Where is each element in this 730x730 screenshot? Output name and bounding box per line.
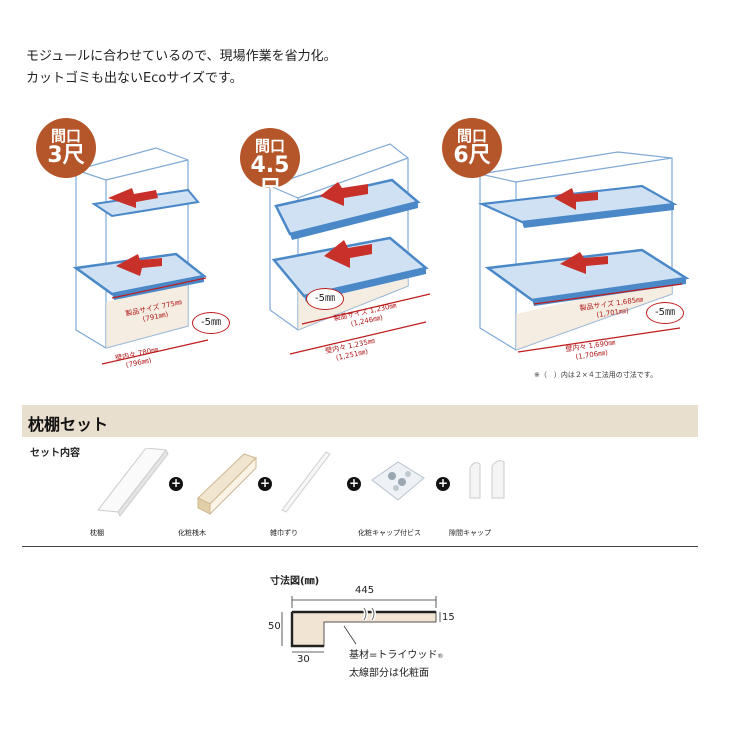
shelf-illustration-6shaku	[477, 151, 690, 353]
dim-height: 50	[268, 621, 281, 632]
unit-4-5shaku: 間口 4.5尺 製品サイズ 1,230㎜ (1,246㎜) 壁内々 1,235㎜…	[240, 118, 470, 398]
dim-thickness: 15	[442, 612, 455, 623]
minus-5-badge: -5㎜	[192, 312, 230, 334]
unit-badge-3shaku: 間口 3尺	[36, 118, 96, 178]
badge-top: 間口	[50, 127, 81, 145]
dim-width: 445	[355, 585, 375, 596]
dimension-drawing	[281, 596, 441, 653]
mop-strip-icon	[281, 451, 331, 513]
dim-note: 太線部分は化粧面	[349, 668, 429, 679]
plus-icon: +	[347, 476, 361, 491]
item-screw-pack	[368, 456, 428, 510]
plus-icon: +	[258, 476, 272, 491]
plus-icon: +	[169, 476, 183, 491]
item-label-screw-pack: 化粧キャップ付ビス	[358, 529, 421, 537]
badge-bottom: 3尺	[47, 143, 85, 168]
unit-badge-4-5shaku: 間口 4.5尺	[240, 128, 300, 202]
item-label-shelf-board: 枕棚	[90, 529, 104, 537]
item-label-mop-strip: 雑巾ずり	[270, 529, 298, 537]
badge-top: 間口	[456, 127, 487, 145]
footnote: ※（ ）内は２×４工法用の寸法です。	[534, 371, 658, 379]
item-shelf-board	[96, 447, 176, 522]
intro-line-2: カットゴミも出ないEcoサイズです。	[26, 71, 243, 86]
item-label-gap-cap: 隙間キャップ	[449, 529, 491, 537]
shelf-illustration-4-5shaku	[269, 143, 431, 355]
unit-6shaku: 間口 6尺 製品サイズ 1,685㎜ (1,701㎜) 壁内々 1,690㎜ (…	[442, 118, 690, 398]
unit-badge-6shaku: 間口 6尺	[442, 118, 502, 178]
item-decorative-batten	[194, 448, 264, 522]
screw-pack-icon	[371, 461, 425, 501]
set-contents-label: セット内容	[30, 448, 80, 459]
dim-lip: 30	[297, 654, 310, 665]
item-label-batten: 化粧桟木	[178, 529, 206, 537]
batten-icon	[197, 453, 257, 516]
section-header: 枕棚セット	[22, 405, 698, 437]
badge-bottom: 4.5尺	[250, 153, 290, 202]
item-gap-cap	[464, 458, 514, 506]
badge-bottom: 6尺	[453, 143, 491, 168]
divider	[22, 546, 698, 547]
shelf-board-icon	[97, 447, 169, 517]
intro-line-1: モジュールに合わせているので、現場作業を省力化。	[26, 49, 337, 64]
section-title: 枕棚セット	[28, 415, 109, 434]
intro-text: モジュールに合わせているので、現場作業を省力化。 カットゴミも出ないEcoサイズ…	[26, 46, 337, 90]
unit-3shaku: 間口 3尺 製品サイズ 775㎜ (791㎜) 壁内々 780㎜ (796㎜) …	[36, 118, 266, 398]
registered-mark: ®	[437, 653, 444, 660]
dim-material: 基材=トライウッド®	[349, 646, 443, 661]
shelf-illustration-3shaku	[72, 147, 209, 365]
minus-5-badge: -5㎜	[646, 302, 684, 324]
item-mop-strip	[280, 448, 340, 522]
minus-5-badge: -5㎜	[306, 288, 344, 310]
badge-top: 間口	[254, 137, 285, 155]
dimension-title: 寸法図(㎜)	[270, 576, 320, 587]
gap-cap-icon	[469, 460, 505, 499]
material-text: 基材=トライウッド	[349, 650, 438, 661]
plus-icon: +	[436, 476, 450, 491]
